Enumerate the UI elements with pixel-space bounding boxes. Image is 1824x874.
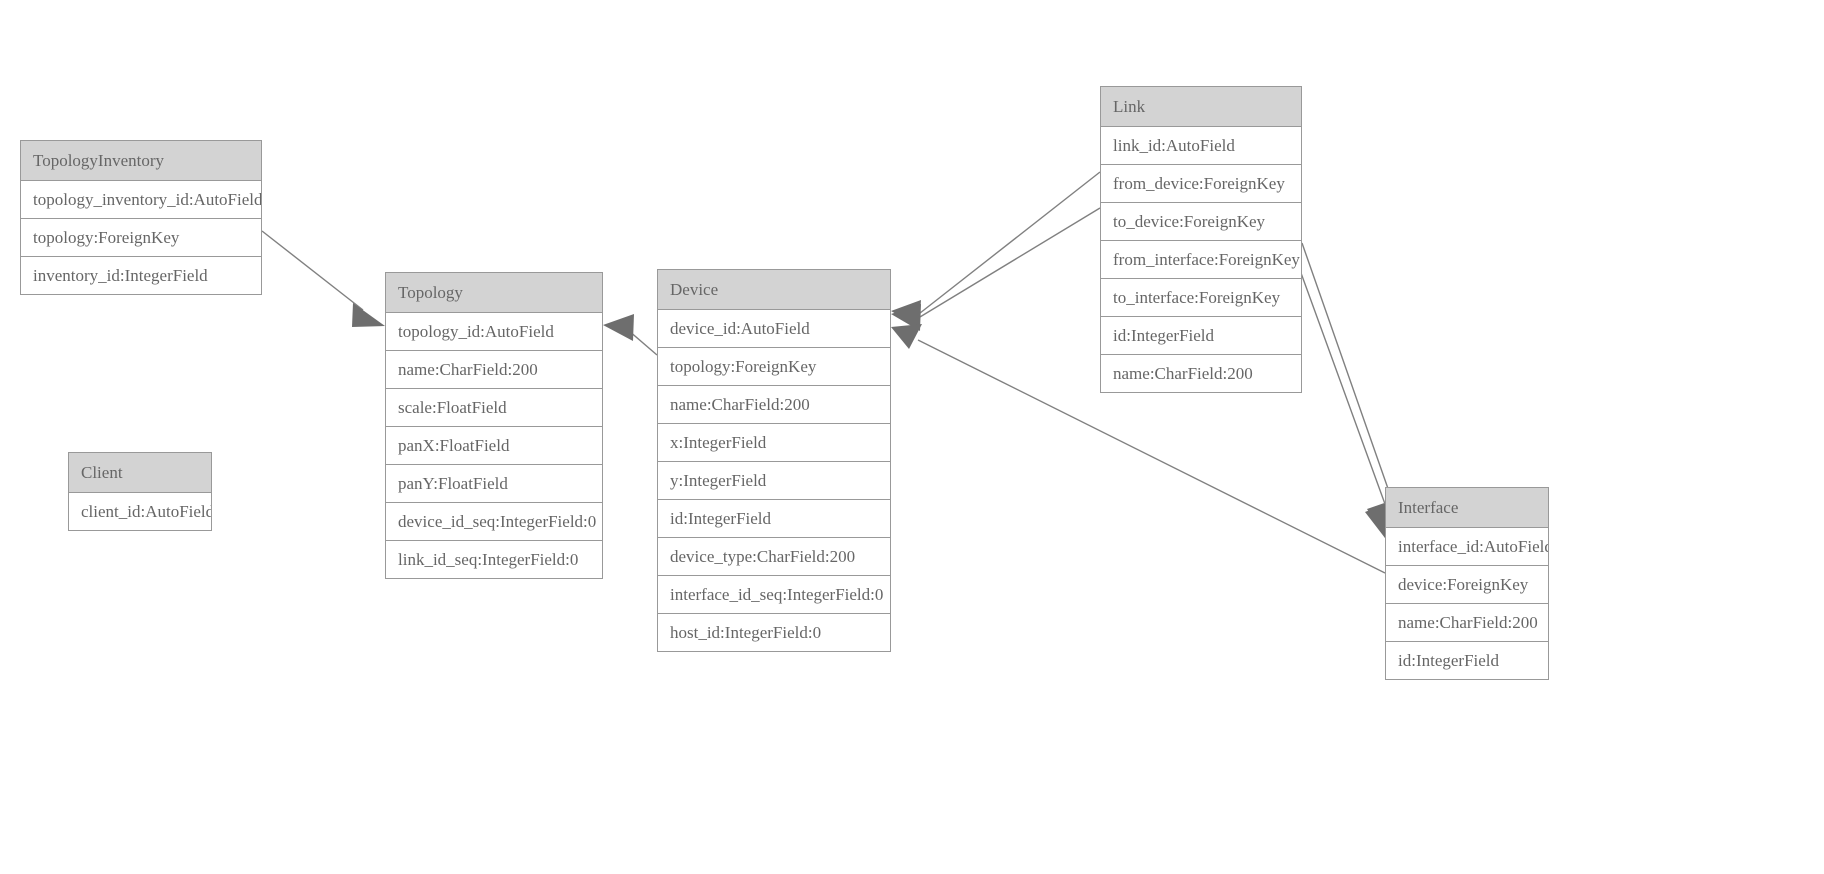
field-row[interactable]: panY:FloatField xyxy=(386,465,602,503)
field-row[interactable]: topology:ForeignKey xyxy=(21,219,261,257)
field-row[interactable]: id:IntegerField xyxy=(1386,642,1548,679)
entity-topology-inventory[interactable]: TopologyInventory topology_inventory_id:… xyxy=(20,140,262,295)
entity-topology[interactable]: Topology topology_id:AutoField name:Char… xyxy=(385,272,603,579)
field-row[interactable]: device_id_seq:IntegerField:0 xyxy=(386,503,602,541)
field-row[interactable]: name:CharField:200 xyxy=(1101,355,1301,392)
entity-title-device: Device xyxy=(658,270,890,310)
field-row[interactable]: topology_inventory_id:AutoField xyxy=(21,181,261,219)
entity-device[interactable]: Device device_id:AutoField topology:Fore… xyxy=(657,269,891,652)
field-row[interactable]: panX:FloatField xyxy=(386,427,602,465)
edge-link-from-interface xyxy=(1301,242,1393,538)
field-row[interactable]: scale:FloatField xyxy=(386,389,602,427)
field-row[interactable]: x:IntegerField xyxy=(658,424,890,462)
edge-link-from-device xyxy=(891,171,1101,327)
field-row[interactable]: device_type:CharField:200 xyxy=(658,538,890,576)
field-row[interactable]: host_id:IntegerField:0 xyxy=(658,614,890,651)
field-row[interactable]: to_interface:ForeignKey xyxy=(1101,279,1301,317)
field-row[interactable]: inventory_id:IntegerField xyxy=(21,257,261,294)
field-row[interactable]: id:IntegerField xyxy=(658,500,890,538)
edge-device-topology xyxy=(603,314,658,356)
entity-title-topology: Topology xyxy=(386,273,602,313)
field-row[interactable]: y:IntegerField xyxy=(658,462,890,500)
entity-title-link: Link xyxy=(1101,87,1301,127)
field-row[interactable]: device:ForeignKey xyxy=(1386,566,1548,604)
field-row[interactable]: topology:ForeignKey xyxy=(658,348,890,386)
edge-link-to-device xyxy=(891,207,1101,331)
entity-title-client: Client xyxy=(69,453,211,493)
field-row[interactable]: id:IntegerField xyxy=(1101,317,1301,355)
field-row[interactable]: name:CharField:200 xyxy=(386,351,602,389)
field-row[interactable]: link_id_seq:IntegerField:0 xyxy=(386,541,602,578)
field-row[interactable]: name:CharField:200 xyxy=(1386,604,1548,642)
entity-title-interface: Interface xyxy=(1386,488,1548,528)
field-row[interactable]: device_id:AutoField xyxy=(658,310,890,348)
field-row[interactable]: topology_id:AutoField xyxy=(386,313,602,351)
field-row[interactable]: interface_id:AutoField xyxy=(1386,528,1548,566)
entity-link[interactable]: Link link_id:AutoField from_device:Forei… xyxy=(1100,86,1302,393)
edge-topologyinventory-topology xyxy=(261,230,385,327)
field-row[interactable]: link_id:AutoField xyxy=(1101,127,1301,165)
field-row[interactable]: from_interface:ForeignKey xyxy=(1101,241,1301,279)
entity-title-topology-inventory: TopologyInventory xyxy=(21,141,261,181)
field-row[interactable]: to_device:ForeignKey xyxy=(1101,203,1301,241)
field-row[interactable]: client_id:AutoField xyxy=(69,493,211,530)
field-row[interactable]: from_device:ForeignKey xyxy=(1101,165,1301,203)
entity-interface[interactable]: Interface interface_id:AutoField device:… xyxy=(1385,487,1549,680)
field-row[interactable]: name:CharField:200 xyxy=(658,386,890,424)
edge-link-to-interface xyxy=(1296,261,1390,538)
entity-client[interactable]: Client client_id:AutoField xyxy=(68,452,212,531)
field-row[interactable]: interface_id_seq:IntegerField:0 xyxy=(658,576,890,614)
